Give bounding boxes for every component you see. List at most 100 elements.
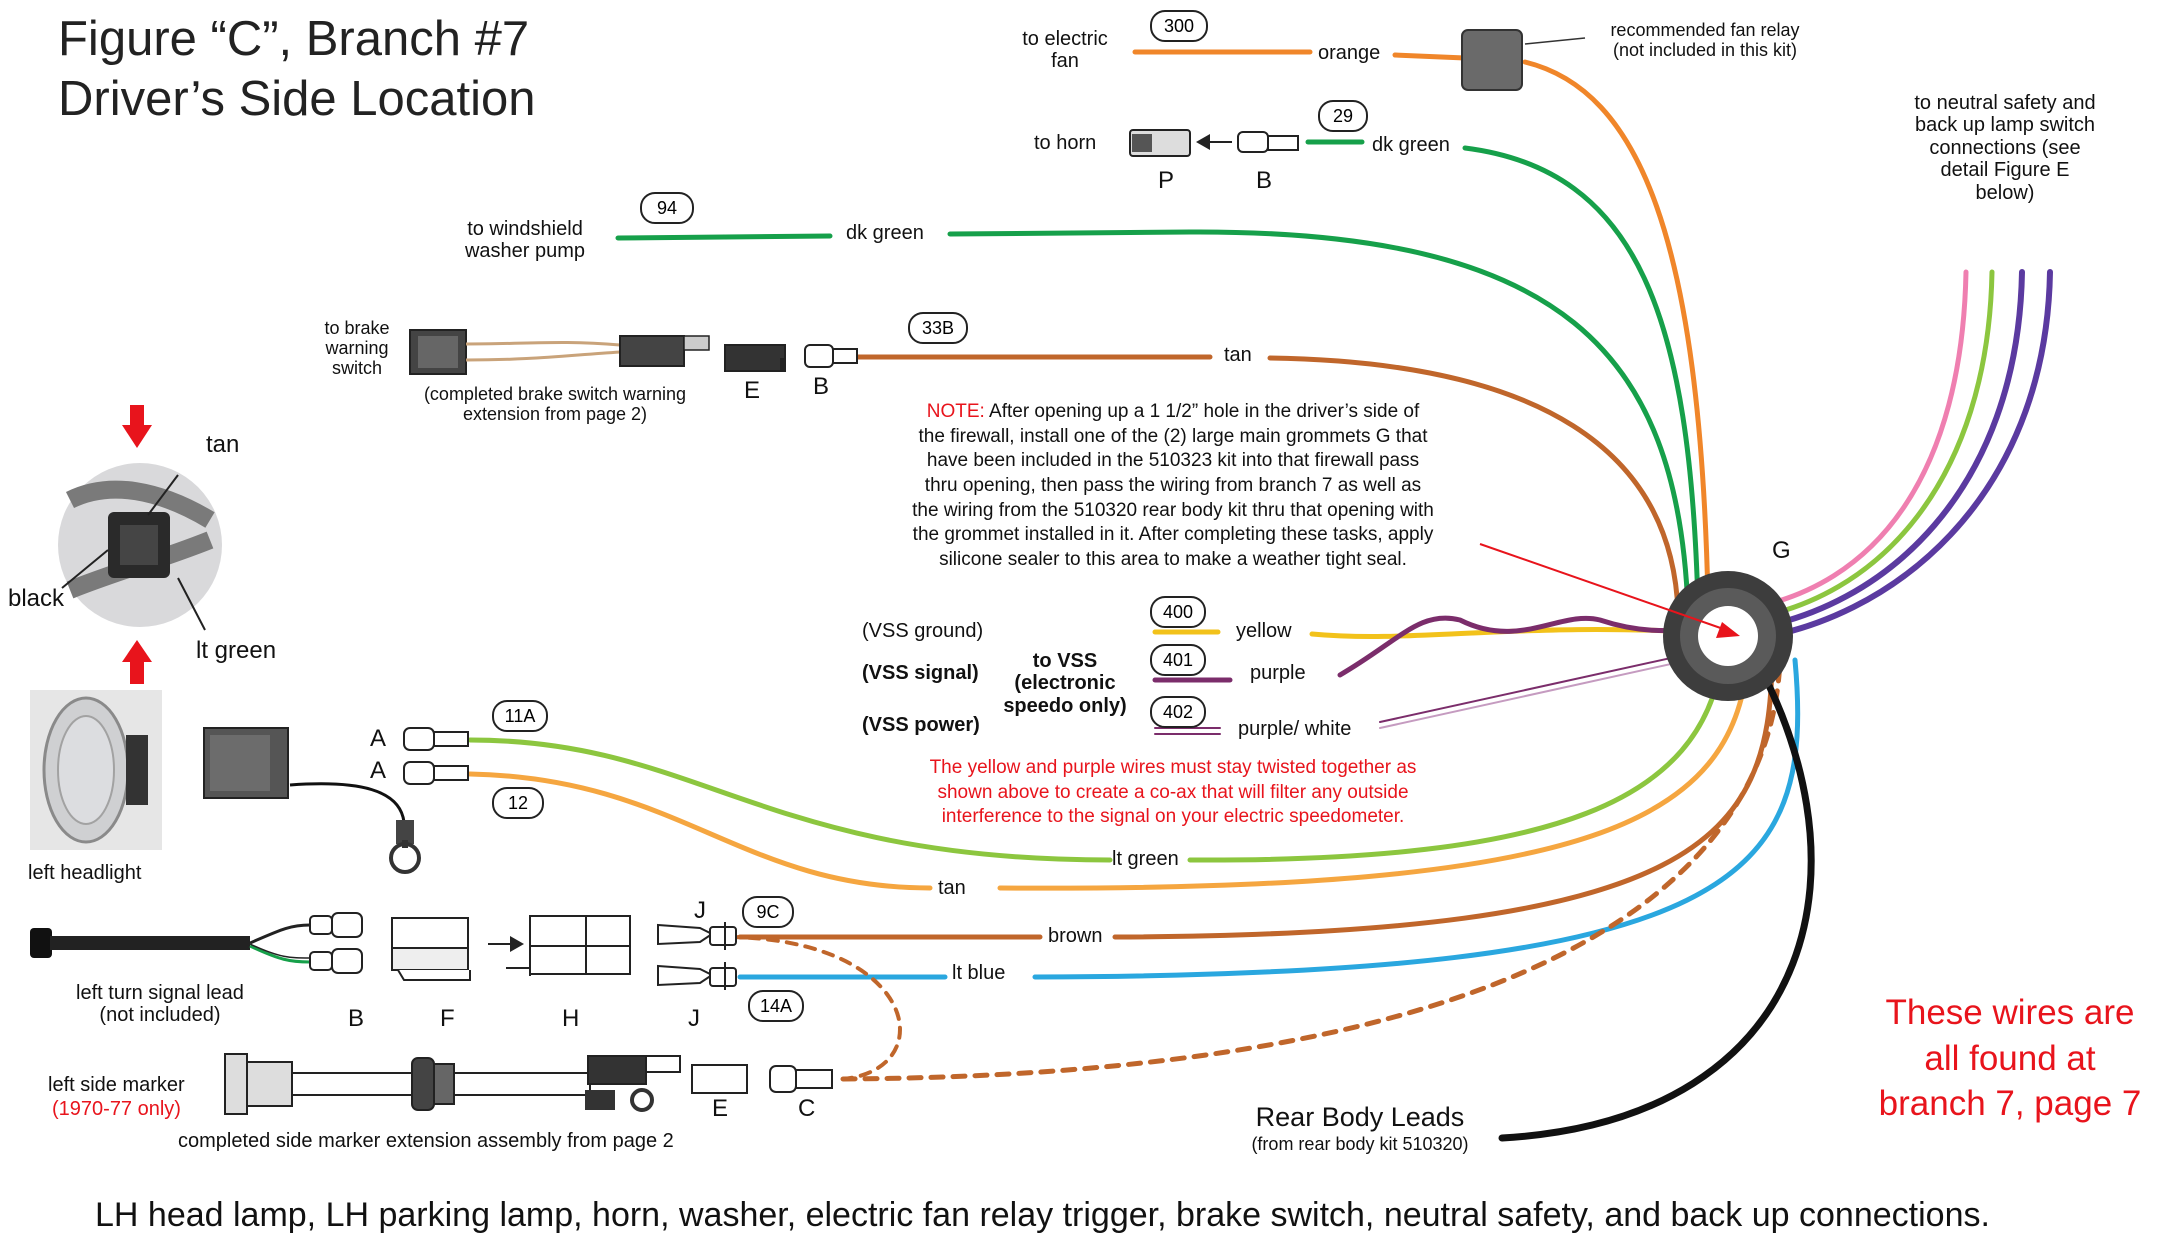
headlight-photo — [30, 690, 162, 850]
wire-label-purple: purple — [1250, 662, 1306, 684]
red-arrow-up — [122, 640, 152, 684]
wire-number-29: 29 — [1318, 100, 1368, 132]
label-brake-switch: to brake warning switch — [324, 318, 390, 379]
label-side-marker-extension: completed side marker extension assembly… — [178, 1130, 674, 1152]
horn-connector-p — [1129, 129, 1232, 157]
side-marker-assembly — [224, 1053, 681, 1115]
dk-green-horn-wire-2 — [1462, 145, 1701, 608]
brake-connector-b — [804, 344, 858, 368]
grommet-letter-g: G — [1772, 537, 1791, 564]
label-horn: to horn — [1034, 132, 1097, 154]
label-rear-body-kit: (from rear body kit 510320) — [1251, 1134, 1469, 1154]
wire-label-tan-headlight: tan — [938, 877, 966, 899]
wire-label-orange: orange — [1318, 42, 1381, 64]
arrow-f-to-h — [488, 936, 524, 952]
label-washer-pump: to windshield washer pump — [464, 218, 586, 263]
inset-label-tan: tan — [206, 431, 240, 458]
label-side-marker-years: (1970-77 only) — [52, 1098, 181, 1120]
branch-note: These wires are all found at branch 7, p… — [1878, 993, 2142, 1123]
connector-j-bottom — [657, 962, 737, 990]
note-text: After opening up a 1 1/2” hole in the dr… — [912, 401, 1434, 571]
connector-letter-f: F — [440, 1005, 455, 1032]
orange-wire-relay — [1522, 59, 1711, 603]
connector-letter-b-horn: B — [1256, 167, 1273, 194]
label-turn-signal: left turn signal lead (not included) — [76, 982, 244, 1027]
wire-number-401: 401 — [1150, 644, 1206, 676]
wire-label-brown: brown — [1048, 925, 1103, 947]
wire-label-dk-green-washer: dk green — [846, 222, 924, 244]
label-vss-power: (VSS power) — [862, 714, 980, 736]
connector-letter-c: C — [798, 1095, 816, 1122]
connector-j-top — [657, 922, 737, 950]
label-to-vss: to VSS (electronic speedo only) — [1003, 650, 1127, 717]
wire-label-yellow: yellow — [1236, 620, 1292, 642]
label-rear-body-leads: Rear Body Leads — [1255, 1102, 1465, 1132]
horn-connector-b — [1237, 131, 1299, 153]
dashed-brown-wire-2 — [728, 935, 902, 1081]
orange-wire-2 — [1392, 52, 1468, 61]
connector-a-top — [403, 727, 469, 751]
wire-number-402: 402 — [1150, 696, 1206, 728]
fan-relay — [1461, 29, 1586, 91]
label-fan-relay: recommended fan relay (not included in t… — [1610, 20, 1800, 61]
figure-caption: LH head lamp, LH parking lamp, horn, was… — [95, 1196, 1990, 1234]
vss-twist-note: The yellow and purple wires must stay tw… — [929, 757, 1417, 828]
connector-letter-e-marker: E — [712, 1095, 729, 1122]
connector-letter-j-bottom: J — [688, 1005, 700, 1032]
wire-number-11a: 11A — [492, 700, 548, 732]
wire-number-14a: 14A — [748, 990, 804, 1022]
inset-label-lt-green: lt green — [196, 637, 277, 664]
note-prefix: NOTE: — [926, 401, 985, 422]
violet-wire-1 — [1741, 269, 2025, 633]
connector-letter-b-brake: B — [813, 373, 830, 400]
red-arrow-down — [122, 405, 152, 448]
connector-a-bottom — [403, 761, 469, 785]
wire-label-lt-green: lt green — [1112, 848, 1179, 870]
lt-green-wire-2 — [1187, 657, 1725, 863]
wire-number-9c: 9C — [742, 896, 794, 928]
note-pointer-head — [1716, 622, 1740, 638]
brown-wire-2 — [1112, 657, 1775, 940]
dashed-brown-wire — [840, 657, 1783, 1082]
connector-h — [506, 915, 631, 976]
note-pointer-arrow — [1479, 543, 1733, 633]
connector-letter-b-turn: B — [348, 1005, 365, 1032]
wire-number-300: 300 — [1150, 10, 1208, 42]
dk-green-washer-wire — [615, 233, 833, 241]
label-neutral-safety: to neutral safety and back up lamp switc… — [1914, 92, 2096, 204]
connector-letter-j-top: J — [694, 897, 706, 924]
wire-number-400: 400 — [1150, 596, 1206, 628]
lt-green-wire — [467, 737, 1113, 863]
wire-number-12: 12 — [492, 787, 544, 819]
connector-letter-a-bottom: A — [370, 757, 387, 784]
wire-label-tan-brake: tan — [1224, 344, 1252, 366]
wire-number-33b: 33B — [908, 312, 968, 344]
tan-headlight-wire-2 — [997, 659, 1751, 891]
figure-title: Figure “C”, Branch #7 — [58, 12, 530, 66]
label-left-headlight: left headlight — [28, 862, 142, 884]
connector-f — [391, 917, 471, 981]
label-brake-extension: (completed brake switch warning extensio… — [423, 384, 687, 425]
label-side-marker: left side marker — [48, 1074, 185, 1096]
turn-signal-lead — [30, 923, 311, 964]
label-vss-signal: (VSS signal) — [862, 662, 979, 684]
tan-brake-wire-2 — [1267, 355, 1681, 615]
black-rear-body-wire — [1498, 628, 1815, 1142]
marker-connector-e — [691, 1064, 748, 1094]
label-vss-ground: (VSS ground) — [862, 620, 984, 642]
brake-switch-connector — [409, 329, 710, 375]
green-nsw-wire — [1739, 269, 1995, 623]
inset-connector-photo — [58, 463, 222, 631]
connector-letter-a-top: A — [370, 725, 387, 752]
headlight-harness — [203, 727, 421, 874]
pink-wire — [1737, 269, 1969, 613]
connector-letter-e-brake: E — [744, 377, 761, 404]
label-electric-fan: to electric fan — [1022, 28, 1108, 73]
connector-letter-h: H — [562, 1005, 580, 1032]
wire-number-94: 94 — [640, 192, 694, 224]
inset-label-black: black — [8, 585, 65, 612]
tan-headlight-wire — [467, 771, 933, 891]
dk-green-washer-wire-2 — [947, 229, 1691, 613]
wire-label-dk-green-horn: dk green — [1372, 134, 1450, 156]
turn-connector-b — [309, 912, 363, 974]
